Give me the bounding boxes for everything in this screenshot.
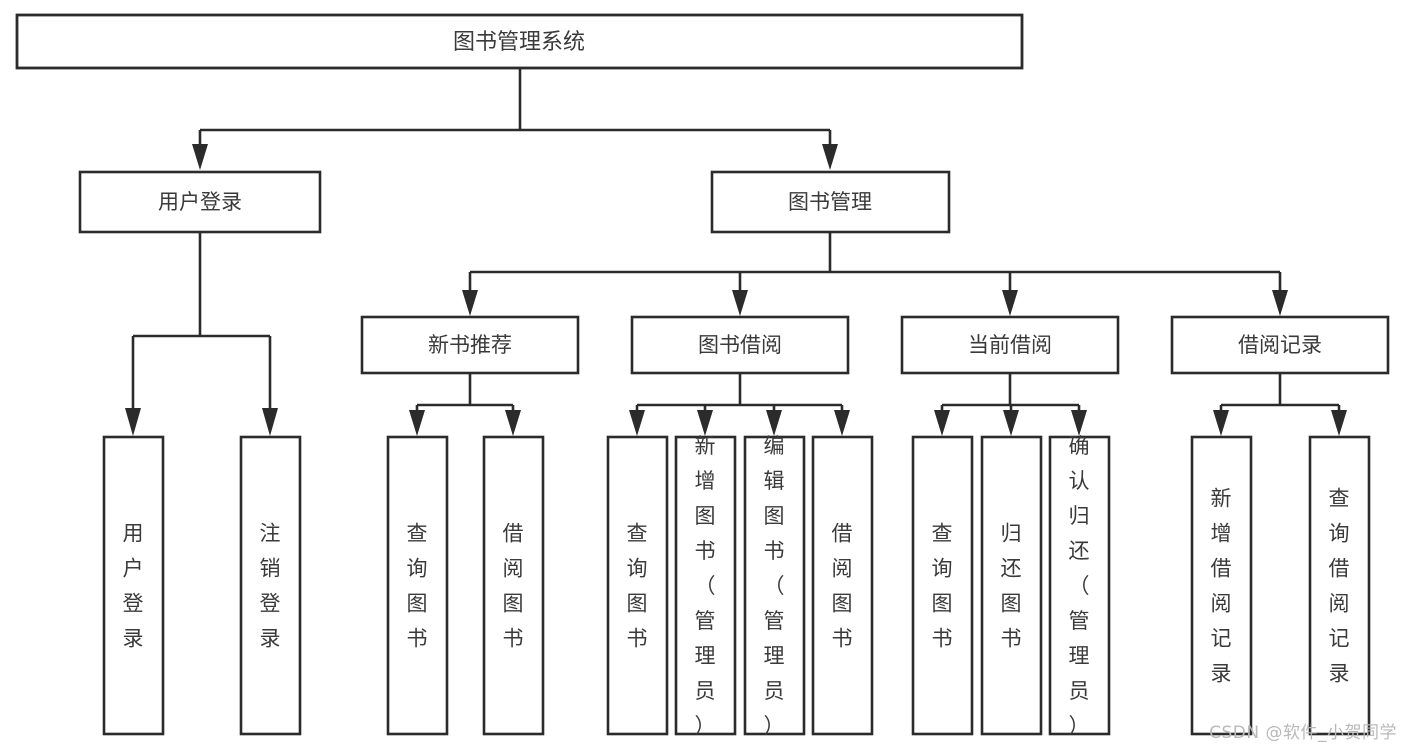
arrowhead-leaf-query-book-b bbox=[629, 410, 645, 436]
leaf-node-add-borrow-record[interactable]: 新增借阅记录 bbox=[1190, 435, 1253, 736]
leaf-borrow-book-a-box[interactable] bbox=[482, 435, 545, 736]
leaf-node-query-book-borrow[interactable]: 查询图书 bbox=[606, 435, 669, 736]
leaf-node-logout[interactable]: 注销登录 bbox=[239, 435, 302, 736]
arrowhead-leaf-return-book bbox=[1003, 410, 1019, 436]
current-borrow-node-box[interactable] bbox=[900, 315, 1120, 375]
arrowhead-leaf-add-record bbox=[1213, 410, 1229, 436]
user-login-node-box[interactable] bbox=[78, 170, 322, 234]
leaf-borrow-book-b-box[interactable] bbox=[811, 435, 874, 736]
node-new-book-recommend[interactable]: 新书推荐 bbox=[360, 315, 580, 375]
leaf-node-confirm-return-admin[interactable]: 确认归还（管理员） bbox=[1048, 434, 1111, 738]
leaf-add-book-label: 新增图书（管理员） bbox=[695, 434, 716, 738]
arrowhead-book-borrow bbox=[732, 290, 748, 316]
leaf-logout-box[interactable] bbox=[239, 435, 302, 736]
arrowhead-current-borrow bbox=[1002, 290, 1018, 316]
arrowhead-book-mgmt bbox=[822, 144, 838, 170]
leaf-confirm-return-box[interactable] bbox=[1048, 435, 1111, 736]
book-management-node-box[interactable] bbox=[710, 170, 951, 234]
leaf-node-return-book[interactable]: 归还图书 bbox=[980, 435, 1043, 736]
arrowhead-leaf-query-record bbox=[1331, 410, 1347, 436]
node-book-borrow[interactable]: 图书借阅 bbox=[630, 315, 850, 375]
arrowhead-leaf-borrow-book-b bbox=[834, 410, 850, 436]
root-node-label: 图书管理系统 bbox=[453, 30, 585, 55]
connectors-currentborrow-to-leaves bbox=[934, 373, 1087, 436]
leaf-borrow-book-a-label: 借阅图书 bbox=[503, 522, 524, 651]
leaf-user-login-box[interactable] bbox=[102, 435, 165, 736]
arrowhead-leaf-confirm-return bbox=[1071, 410, 1087, 436]
leaf-query-book-a-label: 查询图书 bbox=[407, 522, 428, 651]
current-borrow-node-label: 当前借阅 bbox=[968, 333, 1052, 357]
leaf-node-borrow-book[interactable]: 借阅图书 bbox=[811, 435, 874, 736]
connectors-borrowrecord-to-leaves bbox=[1213, 373, 1347, 436]
leaf-query-book-b-box[interactable] bbox=[606, 435, 669, 736]
leaf-borrow-book-b-label: 借阅图书 bbox=[832, 522, 853, 651]
leaf-node-query-book-current[interactable]: 查询图书 bbox=[911, 435, 974, 736]
leaf-node-query-book-recommend[interactable]: 查询图书 bbox=[386, 435, 449, 736]
borrow-record-node-label: 借阅记录 bbox=[1238, 333, 1322, 357]
book-borrow-node-box[interactable] bbox=[630, 315, 850, 375]
csdn-watermark: CSDN @软件_小贺同学 bbox=[1209, 723, 1397, 743]
leaf-return-book-box[interactable] bbox=[980, 435, 1043, 736]
leaf-node-edit-book-admin[interactable]: 编辑图书（管理员） bbox=[743, 434, 806, 738]
leaf-query-record-box[interactable] bbox=[1308, 435, 1371, 736]
leaf-edit-book-box[interactable] bbox=[743, 435, 806, 736]
node-book-management[interactable]: 图书管理 bbox=[710, 170, 951, 234]
arrowhead-user-login bbox=[192, 144, 208, 170]
node-current-borrow[interactable]: 当前借阅 bbox=[900, 315, 1120, 375]
arrowhead-leaf-logout bbox=[262, 408, 278, 436]
leaf-node-user-login[interactable]: 用户登录 bbox=[102, 435, 165, 736]
connectors-newbook-to-leaves bbox=[409, 373, 521, 436]
leaf-add-record-box[interactable] bbox=[1190, 435, 1253, 736]
connectors-userlogin-to-leaves bbox=[125, 232, 278, 436]
node-borrow-record[interactable]: 借阅记录 bbox=[1170, 315, 1390, 375]
leaf-add-record-label: 新增借阅记录 bbox=[1211, 487, 1232, 686]
arrowhead-borrow-record bbox=[1272, 290, 1288, 316]
node-root-book-management-system[interactable]: 图书管理系统 bbox=[15, 13, 1024, 70]
arrowhead-leaf-edit-book bbox=[766, 410, 782, 436]
arrowhead-leaf-add-book bbox=[697, 410, 713, 436]
node-user-login[interactable]: 用户登录 bbox=[78, 170, 322, 234]
leaf-add-book-box[interactable] bbox=[674, 435, 737, 736]
connectors-bookborrow-to-leaves bbox=[629, 373, 850, 436]
leaf-query-record-label: 查询借阅记录 bbox=[1329, 487, 1350, 686]
arrowhead-leaf-borrow-book-a bbox=[505, 410, 521, 436]
leaf-node-add-book-admin[interactable]: 新增图书（管理员） bbox=[674, 434, 737, 738]
leaf-query-book-a-box[interactable] bbox=[386, 435, 449, 736]
leaf-return-book-label: 归还图书 bbox=[1001, 522, 1022, 651]
new-book-recommend-node-label: 新书推荐 bbox=[428, 333, 512, 357]
connectors-root-to-level2 bbox=[192, 68, 838, 170]
leaf-confirm-return-label: 确认归还（管理员） bbox=[1069, 434, 1090, 738]
leaf-user-login-label: 用户登录 bbox=[123, 522, 144, 651]
book-management-node-label: 图书管理 bbox=[788, 190, 872, 214]
arrowhead-leaf-query-book-c bbox=[934, 410, 950, 436]
arrowhead-leaf-query-book-a bbox=[409, 410, 425, 436]
leaf-query-book-b-label: 查询图书 bbox=[627, 522, 648, 651]
new-book-recommend-node-box[interactable] bbox=[360, 315, 580, 375]
leaf-logout-label: 注销登录 bbox=[260, 522, 281, 651]
connectors-bookmgmt-to-level3 bbox=[462, 232, 1288, 316]
borrow-record-node-box[interactable] bbox=[1170, 315, 1390, 375]
leaf-edit-book-label: 编辑图书（管理员） bbox=[764, 434, 785, 738]
user-login-node-label: 用户登录 bbox=[158, 190, 242, 214]
arrowhead-leaf-user-login bbox=[125, 408, 141, 436]
leaf-query-book-c-label: 查询图书 bbox=[932, 522, 953, 651]
book-borrow-node-label: 图书借阅 bbox=[698, 333, 782, 357]
leaf-query-book-c-box[interactable] bbox=[911, 435, 974, 736]
root-node-box[interactable] bbox=[15, 13, 1024, 70]
leaf-node-borrow-book-recommend[interactable]: 借阅图书 bbox=[482, 435, 545, 736]
arrowhead-new-book-recommend bbox=[462, 290, 478, 316]
leaf-node-query-borrow-record[interactable]: 查询借阅记录 bbox=[1308, 435, 1371, 736]
